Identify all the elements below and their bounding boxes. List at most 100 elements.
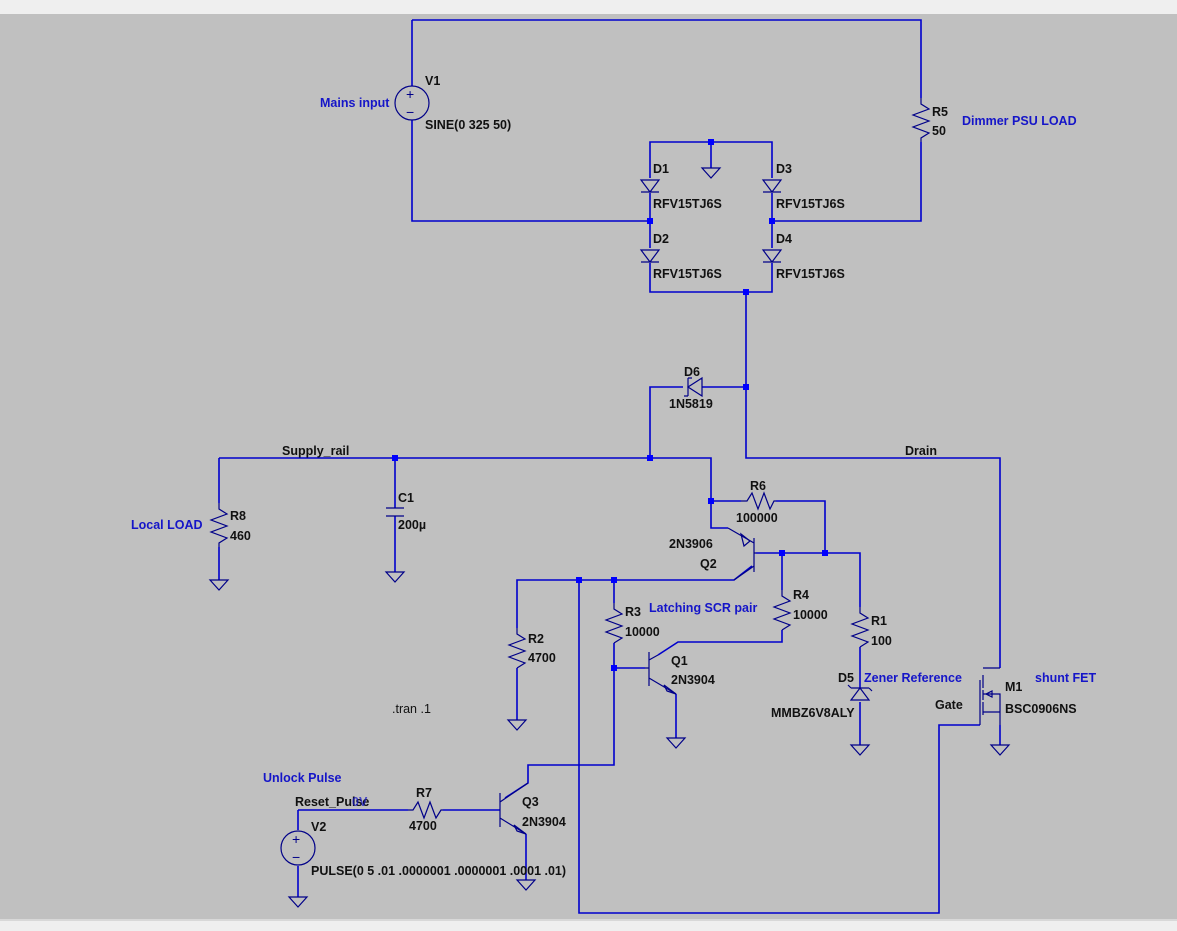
wire[interactable] [710,501,728,529]
component-value: 200µ [398,518,426,532]
wire[interactable] [756,552,861,607]
transistor-q3[interactable]: Q3 2N3904 [499,782,566,835]
component-value: 10000 [625,625,660,639]
npn-transistor-icon [645,652,677,695]
component-ref: R1 [871,614,887,628]
emitter-arrow-icon [739,532,751,548]
capacitor-c1[interactable]: C1 200µ [386,491,426,532]
nmos-transistor-icon [979,667,1001,725]
resistor-icon [604,603,624,644]
component-value: 2N3904 [671,673,715,687]
component-value: 460 [230,529,251,543]
diode-d6[interactable]: D6 1N5819 [669,365,713,411]
spice-directive-tran[interactable]: .tran .1 [392,702,431,716]
component-ref: R6 [750,479,766,493]
comment-label: Unlock Pulse [263,771,342,785]
resistor-r2[interactable]: R2 4700 [507,628,556,669]
voltage-source-v2[interactable]: + − V2 PULSE(0 5 .01 .0000001 .0000001 .… [263,771,566,878]
transistor-q2[interactable]: 2N3906 Q2 [669,527,756,581]
wire[interactable] [776,500,826,553]
plus-sign: + [406,86,414,102]
voltage-readout-label: 0V [352,795,368,809]
wire[interactable] [412,19,922,98]
diode-d1[interactable]: D1 RFV15TJ6S [639,162,722,211]
component-ref: D3 [776,162,792,176]
component-value: 1N5819 [669,397,713,411]
diode-d2[interactable]: D2 RFV15TJ6S [639,232,722,281]
wire[interactable] [649,386,683,458]
component-value: 10000 [793,608,828,622]
mosfet-m1[interactable]: M1 BSC0906NS shunt FET [979,667,1096,725]
resistor-r4[interactable]: R4 10000 [772,588,828,631]
component-ref: C1 [398,491,414,505]
junction-dot [576,577,582,583]
comment-label: Dimmer PSU LOAD [962,114,1077,128]
comment-label: shunt FET [1035,671,1096,685]
resistor-icon [741,491,776,511]
resistor-r1[interactable]: R1 100 [850,607,892,648]
transistor-q1[interactable]: Q1 2N3904 [645,652,715,695]
wire[interactable] [657,630,783,656]
resistor-icon [850,607,870,648]
comment-latching-scr-pair: Latching SCR pair [649,601,757,615]
wire[interactable] [578,580,980,914]
resistor-icon [911,98,931,142]
component-value: 50 [932,124,946,138]
wire[interactable] [219,457,712,501]
net-label-gate: Gate [935,698,963,712]
emitter-arrow-icon [513,824,527,835]
schottky-diode-icon [684,376,703,398]
resistor-icon [408,800,443,820]
component-value: 4700 [409,819,437,833]
component-value: 100 [871,634,892,648]
schematic-background [0,14,1177,919]
diode-d3[interactable]: D3 RFV15TJ6S [761,162,845,211]
component-ref: R4 [793,588,809,602]
resistor-icon [209,503,229,547]
wire[interactable] [411,120,650,222]
diode-d4[interactable]: D4 RFV15TJ6S [761,232,845,281]
ground-icon [700,167,722,179]
component-ref: R3 [625,605,641,619]
diode-icon [761,249,783,263]
wire[interactable] [772,142,922,222]
net-label-reset-pulse: Reset_Pulse [295,795,369,809]
junction-dot [822,550,828,556]
resistor-r6[interactable]: R6 100000 [736,479,778,525]
diode-icon [639,249,661,263]
wire[interactable] [649,263,773,293]
ground-icon [287,896,309,908]
wire[interactable] [745,292,1001,668]
ground-icon [208,579,230,591]
junction-dot [779,550,785,556]
source-circle-icon [280,830,316,866]
voltage-source-v1[interactable]: + − V1 SINE(0 325 50) Mains input [320,74,511,132]
source-circle-icon [394,85,430,121]
ground-icon [665,737,687,749]
zener-diode-d5[interactable]: D5 MMBZ6V8ALY Zener Reference [771,671,962,720]
ground-icon [506,719,528,731]
component-ref: R7 [416,786,432,800]
junction-dot [647,218,653,224]
component-ref: D6 [684,365,700,379]
junction-dot [708,498,714,504]
resistor-r3[interactable]: R3 10000 [604,603,660,644]
resistor-r8[interactable]: R8 460 Local LOAD [131,503,251,547]
component-value: PULSE(0 5 .01 .0000001 .0000001 .0001 .0… [311,864,566,878]
status-bar [0,919,1177,931]
junction-dot [611,577,617,583]
component-ref: Q2 [700,557,717,571]
resistor-r7[interactable]: R7 4700 [408,786,443,833]
component-ref: D4 [776,232,792,246]
component-ref: D2 [653,232,669,246]
component-value: BSC0906NS [1005,702,1077,716]
component-value: 2N3904 [522,815,566,829]
net-label-supply-rail: Supply_rail [282,444,349,458]
component-value: SINE(0 325 50) [425,118,511,132]
component-ref: Q3 [522,795,539,809]
resistor-r5[interactable]: R5 50 Dimmer PSU LOAD [911,98,1077,142]
junction-dot [743,289,749,295]
component-ref: Q1 [671,654,688,668]
zener-diode-icon [847,684,873,701]
